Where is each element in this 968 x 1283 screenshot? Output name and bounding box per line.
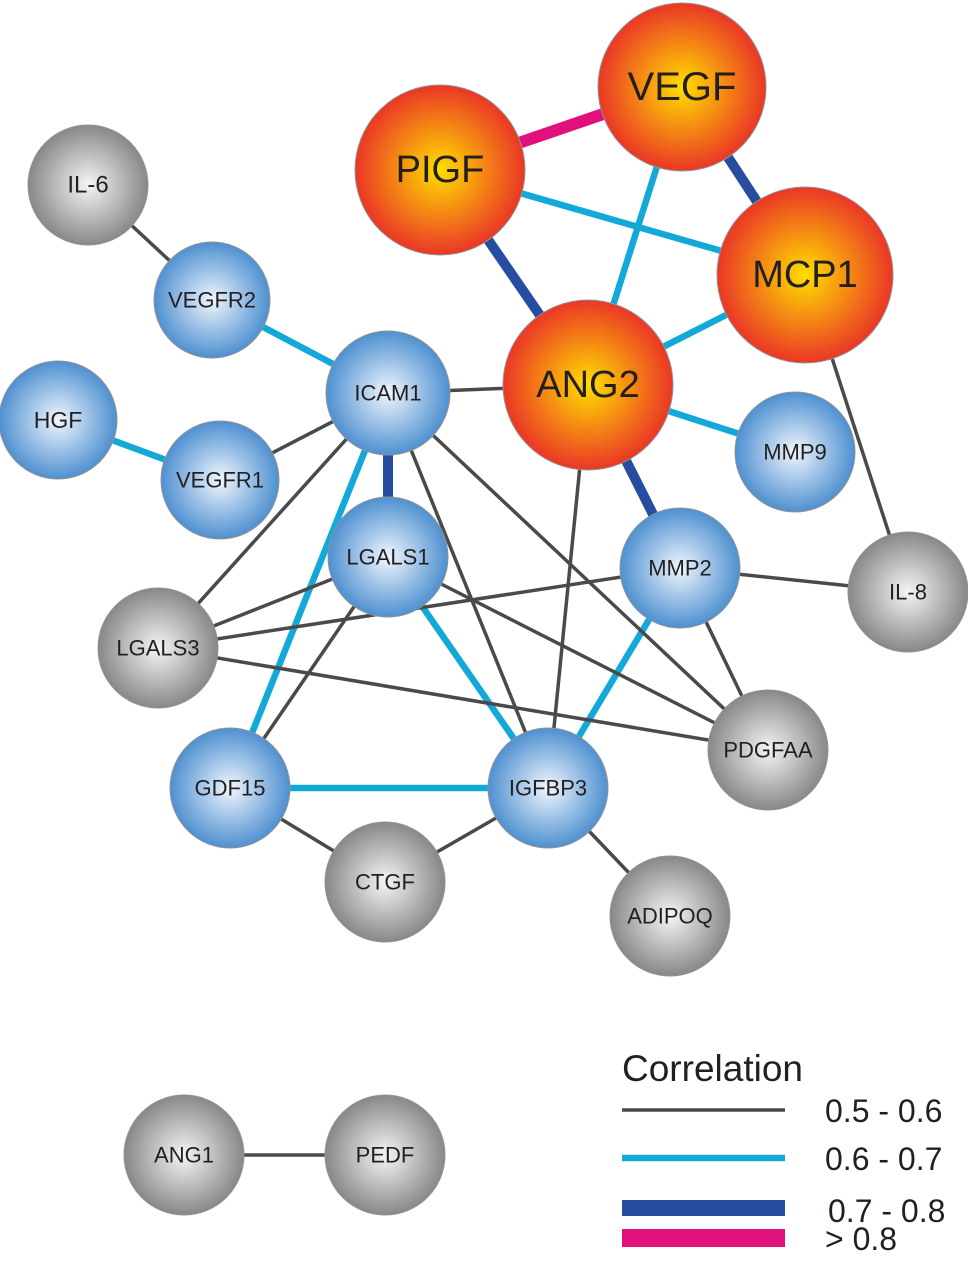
node-circle	[27, 124, 149, 246]
node-gdf15[interactable]: GDF15	[169, 727, 291, 849]
node-label: VEGFR2	[168, 288, 256, 313]
legend-label: > 0.8	[825, 1221, 897, 1257]
node-adipoq[interactable]: ADIPOQ	[609, 855, 731, 977]
node-label: CTGF	[355, 870, 415, 895]
node-circle	[0, 360, 118, 480]
node-label: MMP2	[648, 556, 712, 581]
node-igfbp3[interactable]: IGFBP3	[487, 727, 609, 849]
node-ang2[interactable]: ANG2	[502, 299, 674, 471]
node-circle	[619, 507, 741, 629]
node-circle	[847, 531, 968, 653]
node-circle	[354, 84, 526, 256]
node-pigf[interactable]: PIGF	[354, 84, 526, 256]
node-icam1[interactable]: ICAM1	[325, 330, 451, 456]
legend-label: 0.7 - 0.8	[828, 1193, 945, 1229]
node-il-6[interactable]: IL-6	[27, 124, 149, 246]
node-circle	[123, 1094, 245, 1216]
node-label: IL-8	[889, 580, 927, 605]
node-hgf[interactable]: HGF	[0, 360, 118, 480]
node-label: PIGF	[396, 149, 485, 191]
node-circle	[160, 420, 280, 540]
node-circle	[502, 299, 674, 471]
legend-label: 0.6 - 0.7	[825, 1141, 942, 1177]
edge-icam1-pdgfaa	[386, 391, 770, 752]
node-label: PEDF	[356, 1143, 415, 1168]
node-circle	[734, 391, 856, 513]
node-label: LGALS1	[346, 545, 429, 570]
node-label: ICAM1	[354, 381, 421, 406]
node-label: MCP1	[752, 254, 858, 296]
node-circle	[153, 241, 271, 359]
node-circle	[325, 330, 451, 456]
node-circle	[324, 1094, 446, 1216]
node-label: PDGFAA	[723, 738, 813, 763]
legend-item-weak: 0.5 - 0.6	[622, 1093, 942, 1129]
node-circle	[487, 727, 609, 849]
node-lgals1[interactable]: LGALS1	[327, 496, 449, 618]
legend-items: 0.5 - 0.6 0.6 - 0.7 0.7 - 0.8> 0.8	[622, 1093, 945, 1257]
edge-icam1-gdf15	[226, 391, 392, 790]
node-label: HGF	[34, 407, 83, 433]
node-circle	[609, 855, 731, 977]
node-circle	[324, 821, 446, 943]
node-circle	[707, 689, 829, 811]
node-circle	[97, 587, 219, 709]
node-pdgfaa[interactable]: PDGFAA	[707, 689, 829, 811]
legend-label: 0.5 - 0.6	[825, 1093, 942, 1129]
node-lgals3[interactable]: LGALS3	[97, 587, 219, 709]
node-ctgf[interactable]: CTGF	[324, 821, 446, 943]
node-label: ANG2	[536, 364, 639, 406]
node-circle	[597, 2, 767, 172]
node-label: VEGFR1	[176, 468, 264, 493]
node-label: LGALS3	[116, 636, 199, 661]
node-circle	[716, 186, 894, 364]
node-label: IL-6	[67, 172, 108, 199]
legend-title: Correlation	[622, 1048, 803, 1089]
node-label: ANG1	[154, 1143, 214, 1168]
node-circle	[327, 496, 449, 618]
edge-lgals3-pdgfaa	[157, 646, 769, 752]
edge-icam1-igfbp3	[386, 392, 550, 789]
node-vegfr2[interactable]: VEGFR2	[153, 241, 271, 359]
node-pedf[interactable]: PEDF	[324, 1094, 446, 1216]
edge-lgals1-pdgfaa	[387, 555, 769, 752]
node-label: GDF15	[195, 776, 266, 801]
node-label: MMP9	[763, 440, 827, 465]
node-label: ADIPOQ	[627, 904, 713, 929]
node-vegf[interactable]: VEGF	[597, 2, 767, 172]
legend-item-strong: 0.7 - 0.8	[622, 1193, 945, 1229]
node-label: IGFBP3	[509, 776, 587, 801]
legend-item-moderate: 0.6 - 0.7	[622, 1141, 942, 1177]
legend-item-very-strong: > 0.8	[622, 1221, 897, 1257]
node-circle	[169, 727, 291, 849]
node-ang1[interactable]: ANG1	[123, 1094, 245, 1216]
node-mmp9[interactable]: MMP9	[734, 391, 856, 513]
node-il-8[interactable]: IL-8	[847, 531, 968, 653]
legend: Correlation 0.5 - 0.6 0.6 - 0.7 0.7 - 0.8>…	[622, 1048, 945, 1257]
node-label: VEGF	[628, 65, 737, 109]
node-mmp2[interactable]: MMP2	[619, 507, 741, 629]
node-vegfr1[interactable]: VEGFR1	[160, 420, 280, 540]
node-mcp1[interactable]: MCP1	[716, 186, 894, 364]
